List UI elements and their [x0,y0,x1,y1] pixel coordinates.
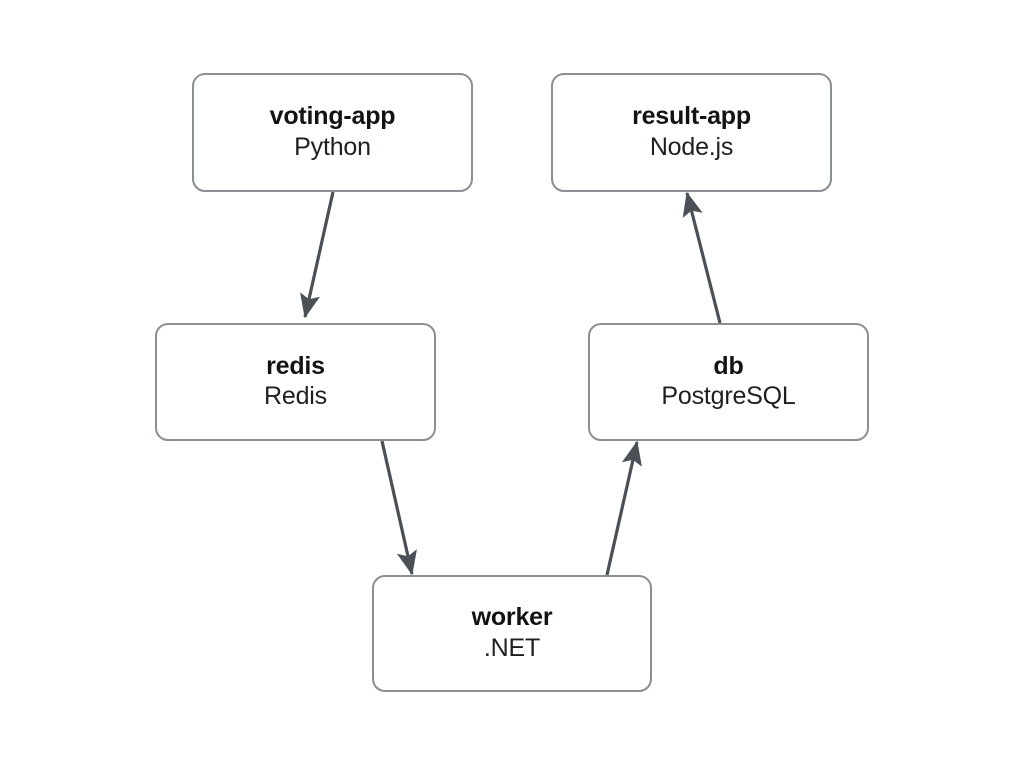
node-redis[interactable]: redis Redis [155,323,436,441]
node-voting-app[interactable]: voting-app Python [192,73,473,192]
node-title: redis [266,351,325,380]
node-title: voting-app [269,102,396,131]
node-title: result-app [632,102,751,131]
edge-db-to-result-app [682,191,722,324]
edge-redis-to-worker [380,440,417,576]
node-subtitle: Node.js [649,132,734,161]
node-title: worker [471,603,553,632]
node-db[interactable]: db PostgreSQL [588,323,869,441]
node-title: db [713,351,744,380]
edge-voting-app-to-redis [300,191,335,319]
node-worker[interactable]: worker .NET [372,575,652,692]
node-subtitle: Python [294,132,371,161]
node-subtitle: Redis [264,382,327,411]
node-subtitle: PostgreSQL [661,382,796,411]
node-result-app[interactable]: result-app Node.js [551,73,832,192]
node-subtitle: .NET [483,633,541,662]
edge-worker-to-db [605,440,642,576]
